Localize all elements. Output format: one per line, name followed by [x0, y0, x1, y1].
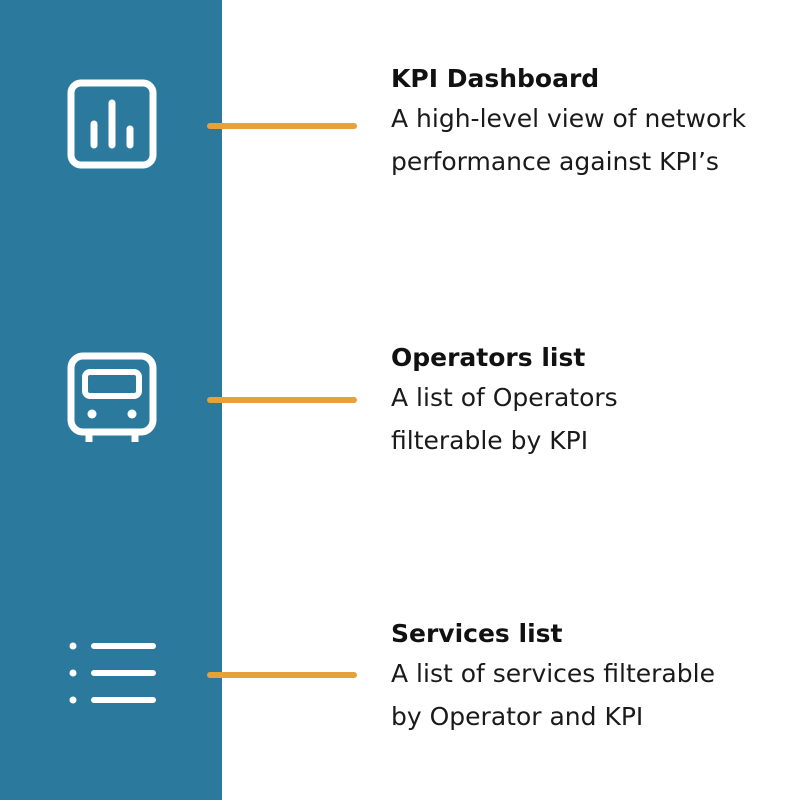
feature-title: Services list [391, 619, 563, 648]
bus-icon [67, 352, 157, 442]
list-icon [67, 628, 157, 718]
feature-description-line: A high-level view of network [391, 104, 747, 133]
feature-description-line: by Operator and KPI [391, 702, 644, 731]
feature-text: KPI Dashboard A high-level view of netwo… [391, 61, 786, 183]
feature-text: Services list A list of services filtera… [391, 616, 786, 738]
feature-title: Operators list [391, 343, 586, 372]
feature-description-line: filterable by KPI [391, 426, 589, 455]
bar-chart-icon [67, 79, 157, 169]
feature-text: Operators list A list of Operators filte… [391, 340, 786, 462]
connector-line [207, 672, 357, 678]
feature-description-line: A list of Operators [391, 383, 618, 412]
connector-line [207, 397, 357, 403]
feature-title: KPI Dashboard [391, 64, 600, 93]
feature-description-line: A list of services filterable [391, 659, 715, 688]
connector-line [207, 123, 357, 129]
feature-description-line: performance against KPI’s [391, 147, 719, 176]
